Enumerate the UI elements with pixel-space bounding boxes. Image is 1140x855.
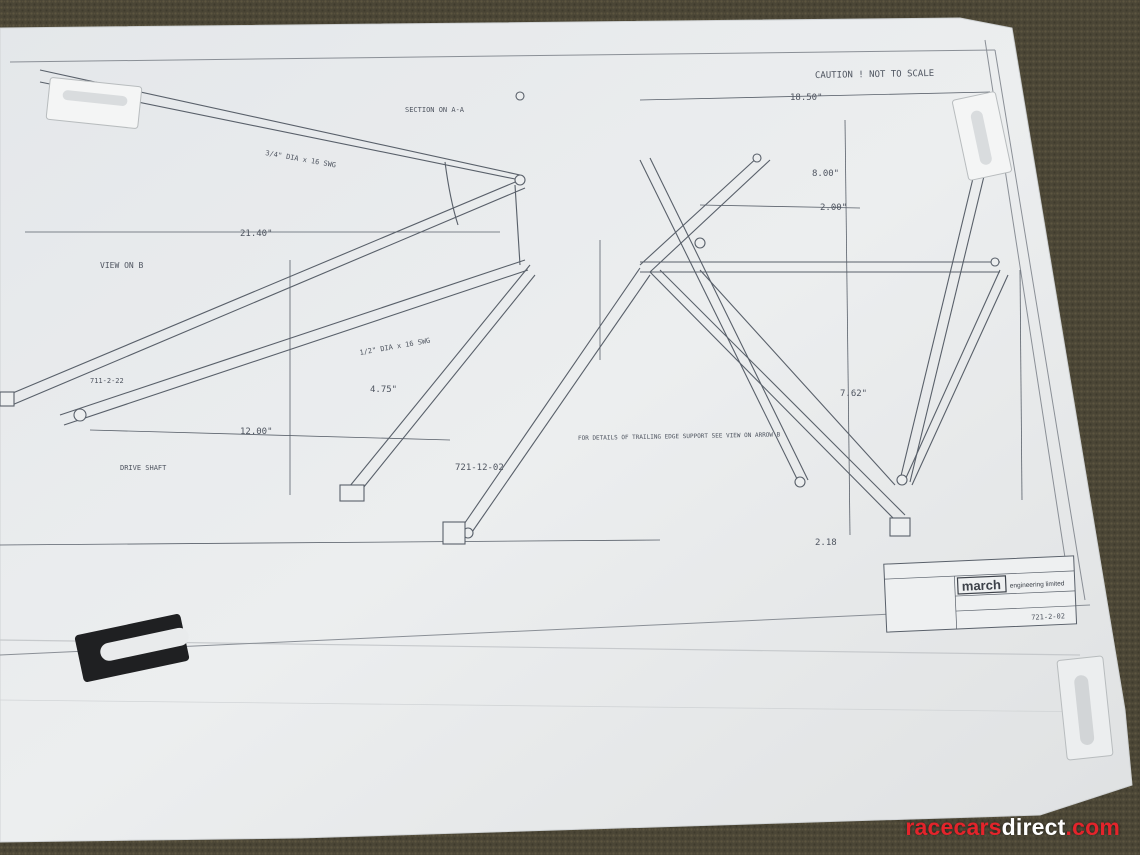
company-suffix: engineering limited <box>1010 580 1065 589</box>
title-block: march engineering limited 721-2-02 <box>883 555 1078 633</box>
dimension-1: 21.40" <box>240 229 273 239</box>
frame-joints <box>0 91 1000 545</box>
company-name: march <box>961 577 1001 594</box>
dimension-7: 8.00" <box>812 169 839 179</box>
watermark-direct: direct <box>1001 814 1066 840</box>
white-bracket-top-right <box>952 91 1012 181</box>
watermark: racecarsdirect.com <box>905 814 1120 841</box>
view-label: VIEW ON B <box>100 261 144 270</box>
watermark-com: .com <box>1065 814 1120 840</box>
details-note: FOR DETAILS OF TRAILING EDGE SUPPORT SEE… <box>578 431 781 442</box>
section-label: SECTION ON A-A <box>405 106 465 114</box>
caution-note: CAUTION ! NOT TO SCALE <box>815 69 934 81</box>
frame-drawing <box>0 69 1023 546</box>
title-part-number: 721-2-02 <box>1031 612 1065 621</box>
company-logo <box>956 575 1007 595</box>
dimension-6: 2.18 <box>815 538 837 548</box>
dimension-4: 4.75" <box>370 385 397 395</box>
watermark-racecars: racecars <box>905 814 1002 840</box>
dimension-2: 18.50" <box>790 93 823 103</box>
black-bracket <box>74 614 190 682</box>
dimension-8: 2.00" <box>820 203 847 213</box>
drive-shaft-label: DRIVE SHAFT <box>120 464 167 472</box>
white-bracket-bottom-right <box>1056 655 1114 761</box>
white-bracket-top-left <box>45 77 143 129</box>
paper-fold-2 <box>0 699 1101 713</box>
part-number-1: 711-2-22 <box>90 377 124 385</box>
part-number-2: 721-12-02 <box>455 463 504 473</box>
paper-sheet <box>0 17 1133 843</box>
dimension-5: 7.62" <box>840 389 867 399</box>
dimension-3: 12.00" <box>240 427 273 437</box>
